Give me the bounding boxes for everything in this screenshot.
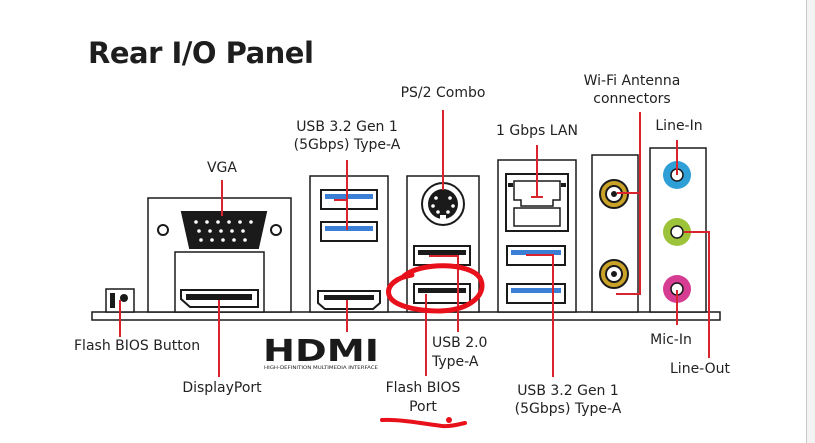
label-usb20-2: Type-A <box>432 354 479 370</box>
leader-wifi <box>616 112 641 295</box>
leader-usb32-bottom <box>526 254 554 377</box>
page-margin <box>807 0 815 443</box>
label-usb32-bottom-2: (5Gbps) Type-A <box>514 401 622 417</box>
label-wifi-1: Wi-Fi Antenna <box>583 73 681 89</box>
label-flash-bios-port-1: Flash BIOS <box>385 380 461 396</box>
label-line-out: Line-Out <box>670 361 730 377</box>
label-mic-in: Mic-In <box>650 332 692 348</box>
wifi-antenna-block <box>591 154 639 313</box>
vga-displayport-block <box>147 197 292 313</box>
hand-annotations <box>380 263 485 429</box>
label-flash-bios-port-2: Port <box>409 399 437 415</box>
usb32-hdmi-block <box>309 175 389 313</box>
page-edge <box>806 0 807 443</box>
hdmi-logo-text: HDMI <box>263 334 379 369</box>
annotation-underline <box>380 417 467 429</box>
label-wifi-2: connectors <box>593 91 671 107</box>
label-usb32-top-1: USB 3.2 Gen 1 <box>296 119 398 135</box>
ps2-usb20-block <box>406 175 480 313</box>
leader-line-out <box>684 231 710 358</box>
label-usb32-bottom-1: USB 3.2 Gen 1 <box>517 383 619 399</box>
hdmi-logo: HDMI HIGH-DEFINITION MULTIMEDIA INTERFAC… <box>263 334 379 371</box>
label-ps2-combo: PS/2 Combo <box>400 85 486 101</box>
label-flash-bios-button: Flash BIOS Button <box>74 338 201 354</box>
label-usb20-1: USB 2.0 <box>432 335 488 351</box>
io-shield-baseline <box>91 311 721 321</box>
hdmi-logo-tagline: HIGH-DEFINITION MULTIMEDIA INTERFACE <box>264 365 378 371</box>
label-vga: VGA <box>206 160 237 176</box>
label-displayport: DisplayPort <box>182 380 262 396</box>
label-line-in: Line-In <box>655 118 703 134</box>
annotation-circle <box>386 263 485 314</box>
page-title: Rear I/O Panel <box>88 36 314 70</box>
label-lan: 1 Gbps LAN <box>496 123 578 139</box>
label-usb32-top-2: (5Gbps) Type-A <box>293 137 401 153</box>
